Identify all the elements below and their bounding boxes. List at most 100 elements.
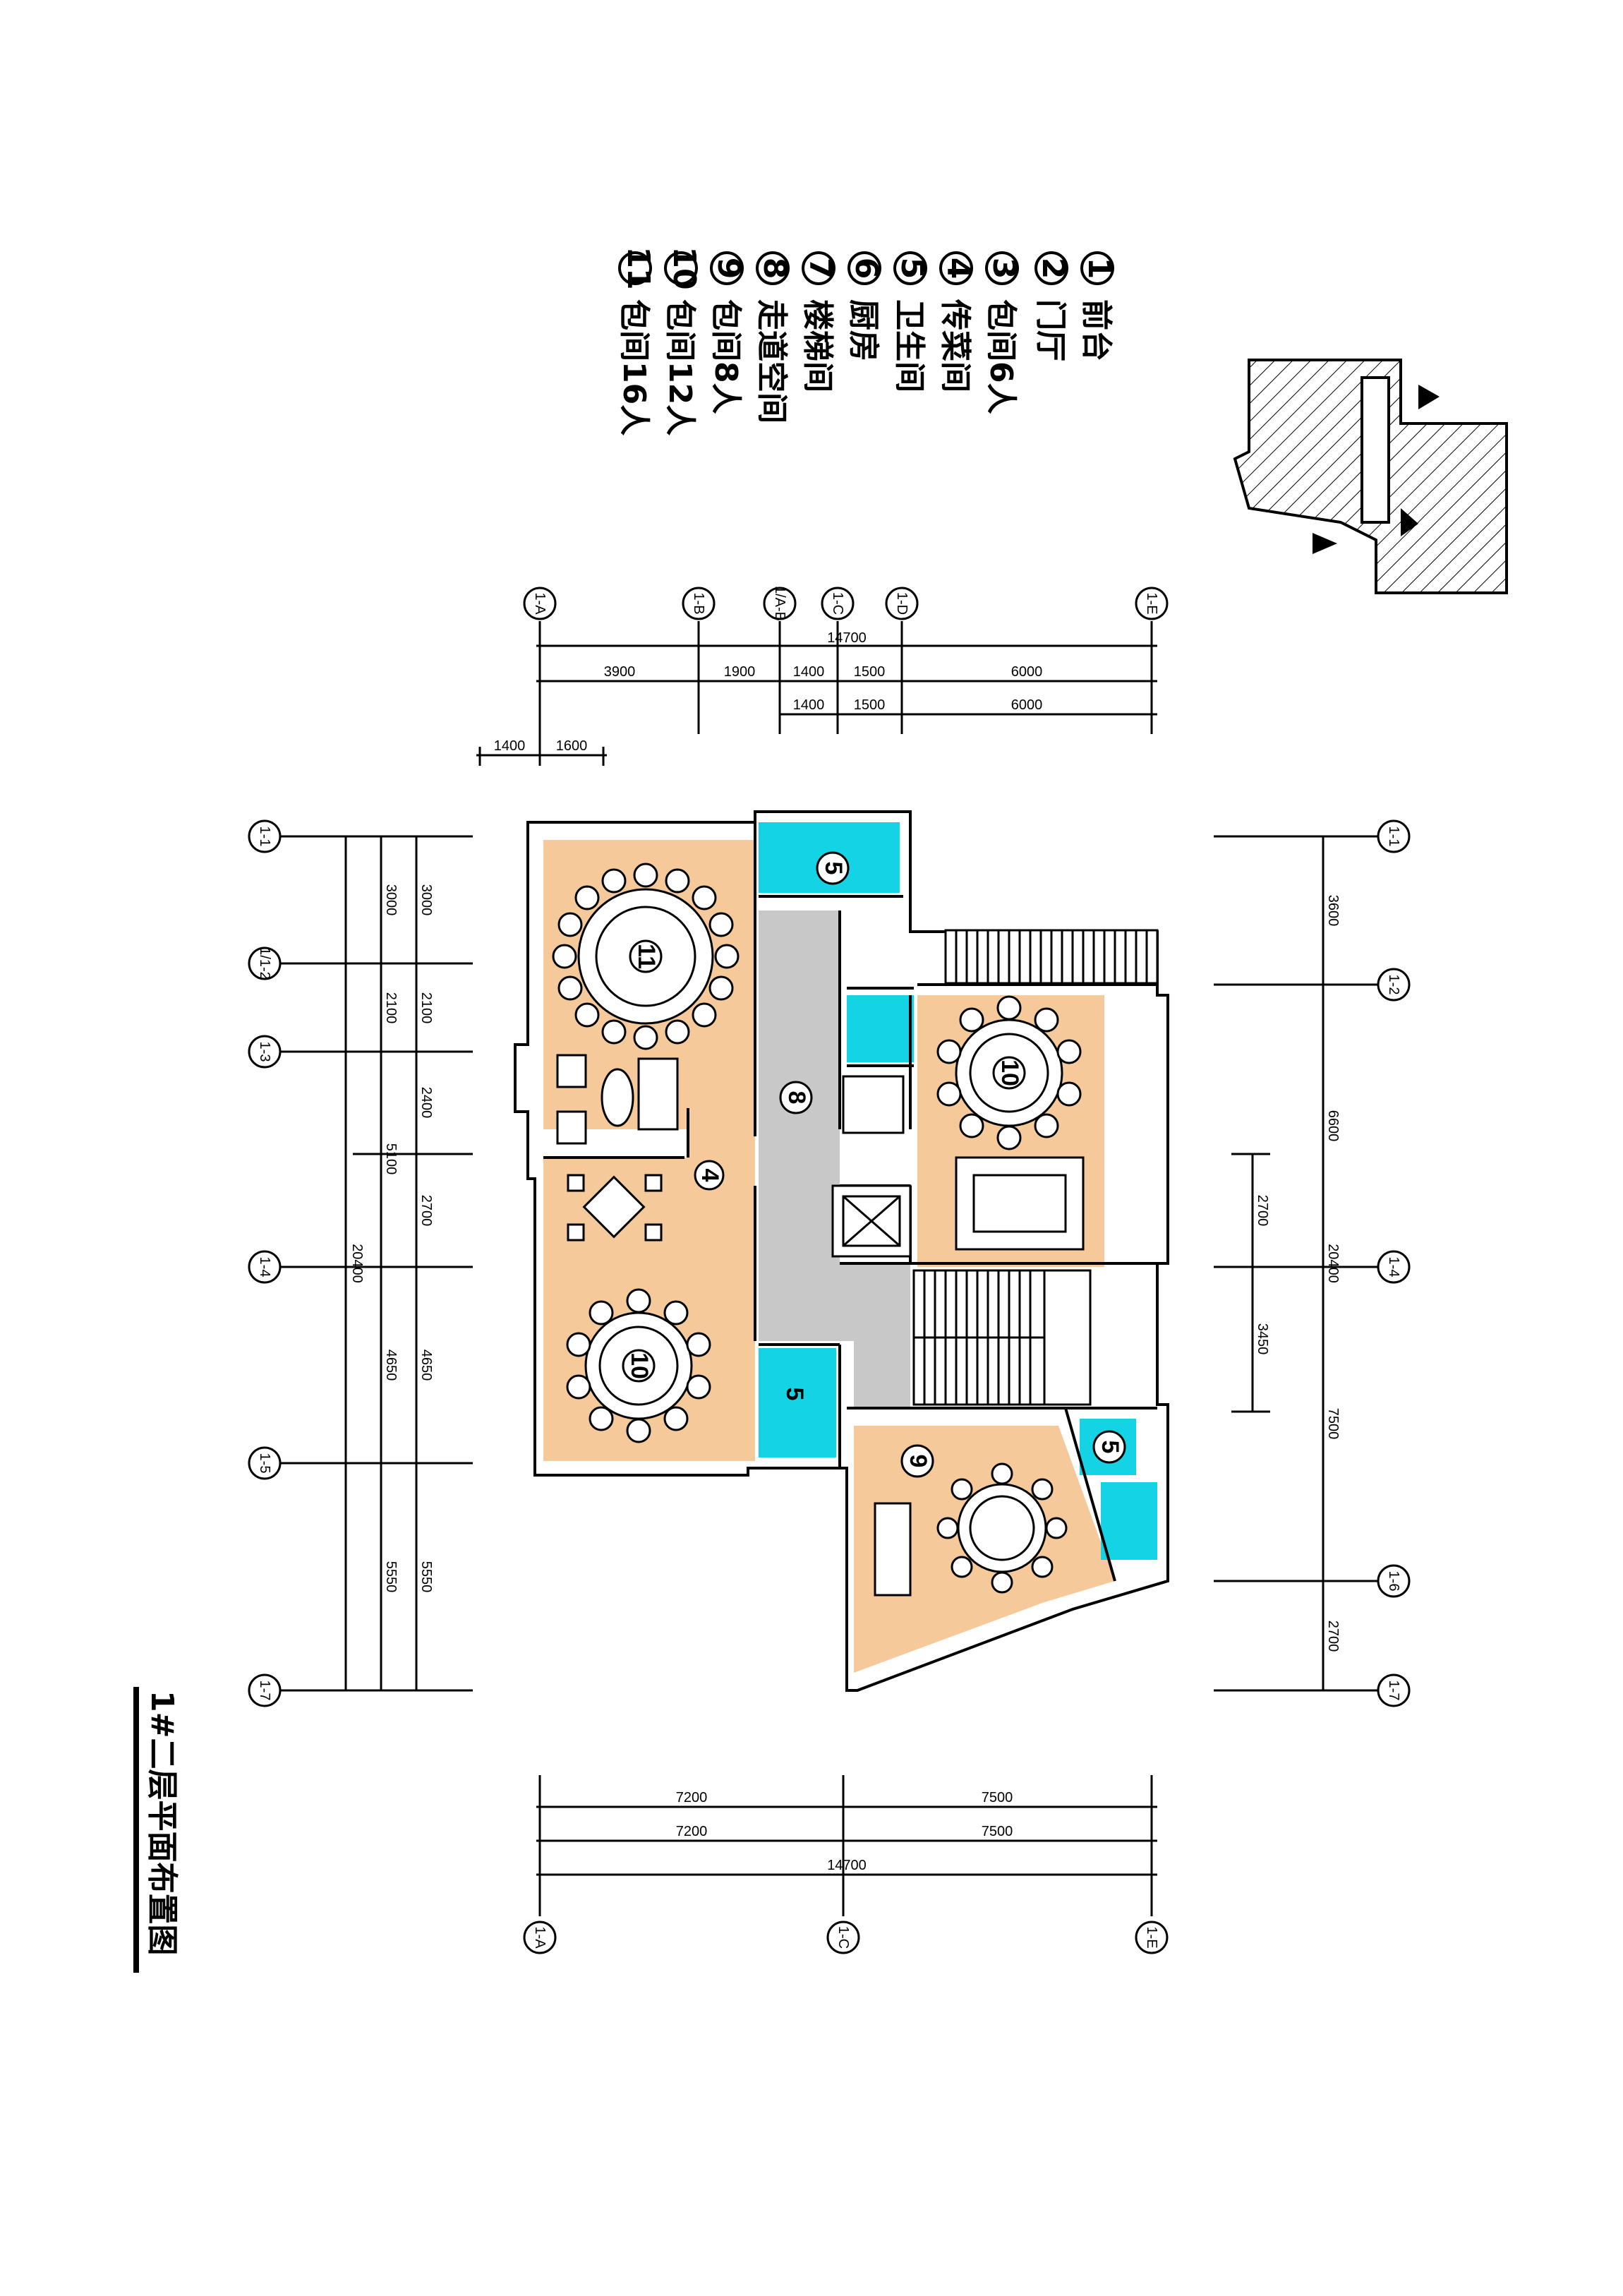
svg-text:4650: 4650 xyxy=(383,1350,399,1381)
legend-item-1: 1 前台 xyxy=(1078,251,1117,361)
svg-text:1600: 1600 xyxy=(556,738,588,754)
building: 11 10 10 9 8 4 5 5 5 xyxy=(514,810,1169,1692)
top-grid-bubbles: 1-A 1-B 1/A-B 1-C 1-D 1-E xyxy=(523,586,1169,621)
legend-item-5: 5 卫生间 xyxy=(891,251,930,392)
svg-text:5550: 5550 xyxy=(383,1561,399,1593)
svg-text:3000: 3000 xyxy=(383,884,399,916)
key-plan xyxy=(1233,359,1508,594)
bottom-dimension-text: 7200 7500 7200 7500 14700 xyxy=(676,1790,1013,1873)
svg-text:1-A: 1-A xyxy=(532,592,548,615)
legend-item-7: 7 楼梯间 xyxy=(800,251,838,392)
svg-text:10: 10 xyxy=(666,246,702,289)
svg-text:2400: 2400 xyxy=(418,1087,434,1119)
svg-text:1-C: 1-C xyxy=(830,592,845,615)
legend-item-6: 6 厨房 xyxy=(845,251,884,361)
legend-item-9: 9 包间8人 xyxy=(708,251,747,414)
svg-text:5: 5 xyxy=(1097,1441,1123,1454)
svg-text:6: 6 xyxy=(848,258,884,280)
top-dimension-text: 14700 3900 1900 1400 1500 6000 1400 1500… xyxy=(494,630,1043,754)
svg-text:1-2: 1-2 xyxy=(1386,975,1401,995)
room-4-upper xyxy=(688,1115,755,1158)
room-tag-11: 11 xyxy=(629,939,663,973)
svg-text:1-7: 1-7 xyxy=(1386,1681,1401,1701)
legend-item-10: 10 包间12人 xyxy=(662,246,702,435)
svg-text:1-C: 1-C xyxy=(835,1926,851,1949)
svg-text:8: 8 xyxy=(783,1091,810,1105)
svg-text:1900: 1900 xyxy=(724,664,756,680)
svg-text:1-E: 1-E xyxy=(1144,592,1159,614)
svg-text:6600: 6600 xyxy=(1325,1110,1341,1142)
room-tag-4: 4 xyxy=(694,1160,725,1191)
svg-text:4: 4 xyxy=(940,258,976,280)
room-tag-5-top: 5 xyxy=(816,851,850,885)
svg-text:1500: 1500 xyxy=(854,697,886,713)
lounge-sofa-set xyxy=(556,1054,679,1145)
svg-text:20400: 20400 xyxy=(1325,1244,1341,1283)
svg-text:3900: 3900 xyxy=(604,664,636,680)
svg-text:1-D: 1-D xyxy=(894,592,910,615)
svg-text:包间6人: 包间6人 xyxy=(983,299,1019,414)
svg-text:6000: 6000 xyxy=(1011,697,1043,713)
room-tag-8: 8 xyxy=(779,1081,813,1114)
svg-text:3450: 3450 xyxy=(1255,1323,1270,1355)
sofa-set-right xyxy=(955,1156,1085,1251)
svg-text:5100: 5100 xyxy=(383,1143,399,1175)
svg-text:5550: 5550 xyxy=(418,1561,434,1593)
svg-text:卫生间: 卫生间 xyxy=(891,299,927,392)
svg-text:2100: 2100 xyxy=(418,992,434,1024)
room-tag-5-right: 5 xyxy=(1092,1430,1126,1464)
square-table-set xyxy=(567,1174,663,1242)
toilet-inner xyxy=(847,995,914,1062)
svg-text:2: 2 xyxy=(1035,258,1071,280)
svg-text:1400: 1400 xyxy=(793,697,825,713)
svg-text:传菜间: 传菜间 xyxy=(937,299,973,392)
legend-item-8: 8 走道空间 xyxy=(754,251,792,423)
room-tag-9: 9 xyxy=(900,1444,934,1478)
svg-text:9: 9 xyxy=(905,1455,931,1468)
svg-text:7: 7 xyxy=(802,258,838,280)
svg-text:7500: 7500 xyxy=(982,1790,1013,1805)
svg-text:14700: 14700 xyxy=(827,630,867,646)
svg-text:9: 9 xyxy=(711,258,747,280)
svg-text:1/1-2: 1/1-2 xyxy=(257,947,272,980)
svg-text:前台: 前台 xyxy=(1078,299,1114,361)
left-dimension-lines xyxy=(275,835,473,1692)
bottom-dimension-lines xyxy=(536,1775,1157,1916)
svg-text:20400: 20400 xyxy=(349,1244,365,1283)
legend-item-11: 11 包间16人 xyxy=(616,246,656,435)
elevator xyxy=(831,1075,912,1258)
room-tag-5-middle: 5 xyxy=(781,1388,808,1401)
svg-text:厨房: 厨房 xyxy=(845,299,881,361)
svg-text:1-1: 1-1 xyxy=(1386,827,1401,847)
toilet-middle xyxy=(759,1348,836,1457)
room-tag-10-right: 10 xyxy=(992,1056,1026,1090)
svg-text:4650: 4650 xyxy=(418,1350,434,1381)
svg-text:1-B: 1-B xyxy=(691,592,706,614)
svg-text:1-4: 1-4 xyxy=(257,1257,272,1278)
svg-text:1-5: 1-5 xyxy=(257,1453,272,1474)
exterior-stair xyxy=(944,929,1159,985)
svg-text:2700: 2700 xyxy=(418,1195,434,1227)
svg-text:楼梯间: 楼梯间 xyxy=(800,299,835,392)
svg-text:7200: 7200 xyxy=(676,1824,708,1839)
dining-table-8 xyxy=(874,1462,1068,1597)
svg-text:1-1: 1-1 xyxy=(257,827,272,847)
bottom-grid-bubbles: 1-A 1-C 1-E xyxy=(523,1921,1169,1954)
svg-text:5: 5 xyxy=(894,258,930,280)
svg-text:10: 10 xyxy=(996,1059,1023,1086)
svg-text:11: 11 xyxy=(633,944,660,969)
svg-text:2700: 2700 xyxy=(1325,1621,1341,1652)
top-dimension-lines xyxy=(476,621,1157,766)
legend: 1 前台 2 门厅 3 包间6人 4 传菜间 5 卫生间 6 厨房 xyxy=(616,246,1117,435)
svg-text:1-4: 1-4 xyxy=(1386,1257,1401,1278)
room-tag-10-left: 10 xyxy=(622,1349,656,1383)
svg-text:1-A: 1-A xyxy=(532,1926,548,1949)
toilet-right-b xyxy=(1101,1482,1157,1560)
svg-text:1-E: 1-E xyxy=(1144,1926,1159,1948)
corridor-8 xyxy=(759,910,910,1408)
svg-text:门厅: 门厅 xyxy=(1032,299,1068,361)
legend-item-2: 2 门厅 xyxy=(1032,251,1071,361)
legend-item-3: 3 包间6人 xyxy=(983,251,1022,414)
svg-text:5: 5 xyxy=(781,1388,808,1401)
